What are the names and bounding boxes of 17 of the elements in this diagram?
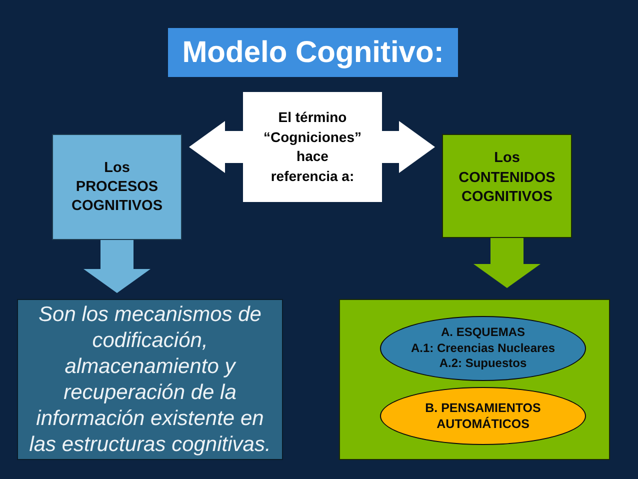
ellipse-item: A.1: Creencias Nucleares bbox=[410, 340, 556, 356]
block-arrow bbox=[189, 121, 243, 173]
title-banner: Modelo Cognitivo: bbox=[168, 28, 458, 77]
concept-box bbox=[52, 134, 182, 240]
block-arrow bbox=[474, 238, 540, 288]
description-text: Son los mecanismos de codificación, almacenamiento y recuperación de la información existente en las estructuras cognitivas. bbox=[28, 302, 272, 458]
ellipse-text: B. PENSAMIENTOS AUTOMÁTICOS bbox=[424, 400, 542, 432]
concept-box bbox=[442, 134, 572, 238]
callout-text: El término “Cogniciones” hace referencia a: bbox=[262, 108, 362, 186]
ellipse-item: A.2: Supuestos bbox=[439, 356, 527, 372]
block-arrow bbox=[382, 121, 435, 173]
ellipse-heading: A. ESQUEMAS bbox=[440, 325, 525, 341]
block-arrow bbox=[84, 240, 150, 293]
callout-box bbox=[243, 92, 382, 202]
box-label: Los PROCESOS COGNITIVOS bbox=[70, 158, 164, 216]
box-label: Los CONTENIDOS COGNITIVOS bbox=[458, 149, 556, 207]
content-panel bbox=[339, 299, 610, 460]
